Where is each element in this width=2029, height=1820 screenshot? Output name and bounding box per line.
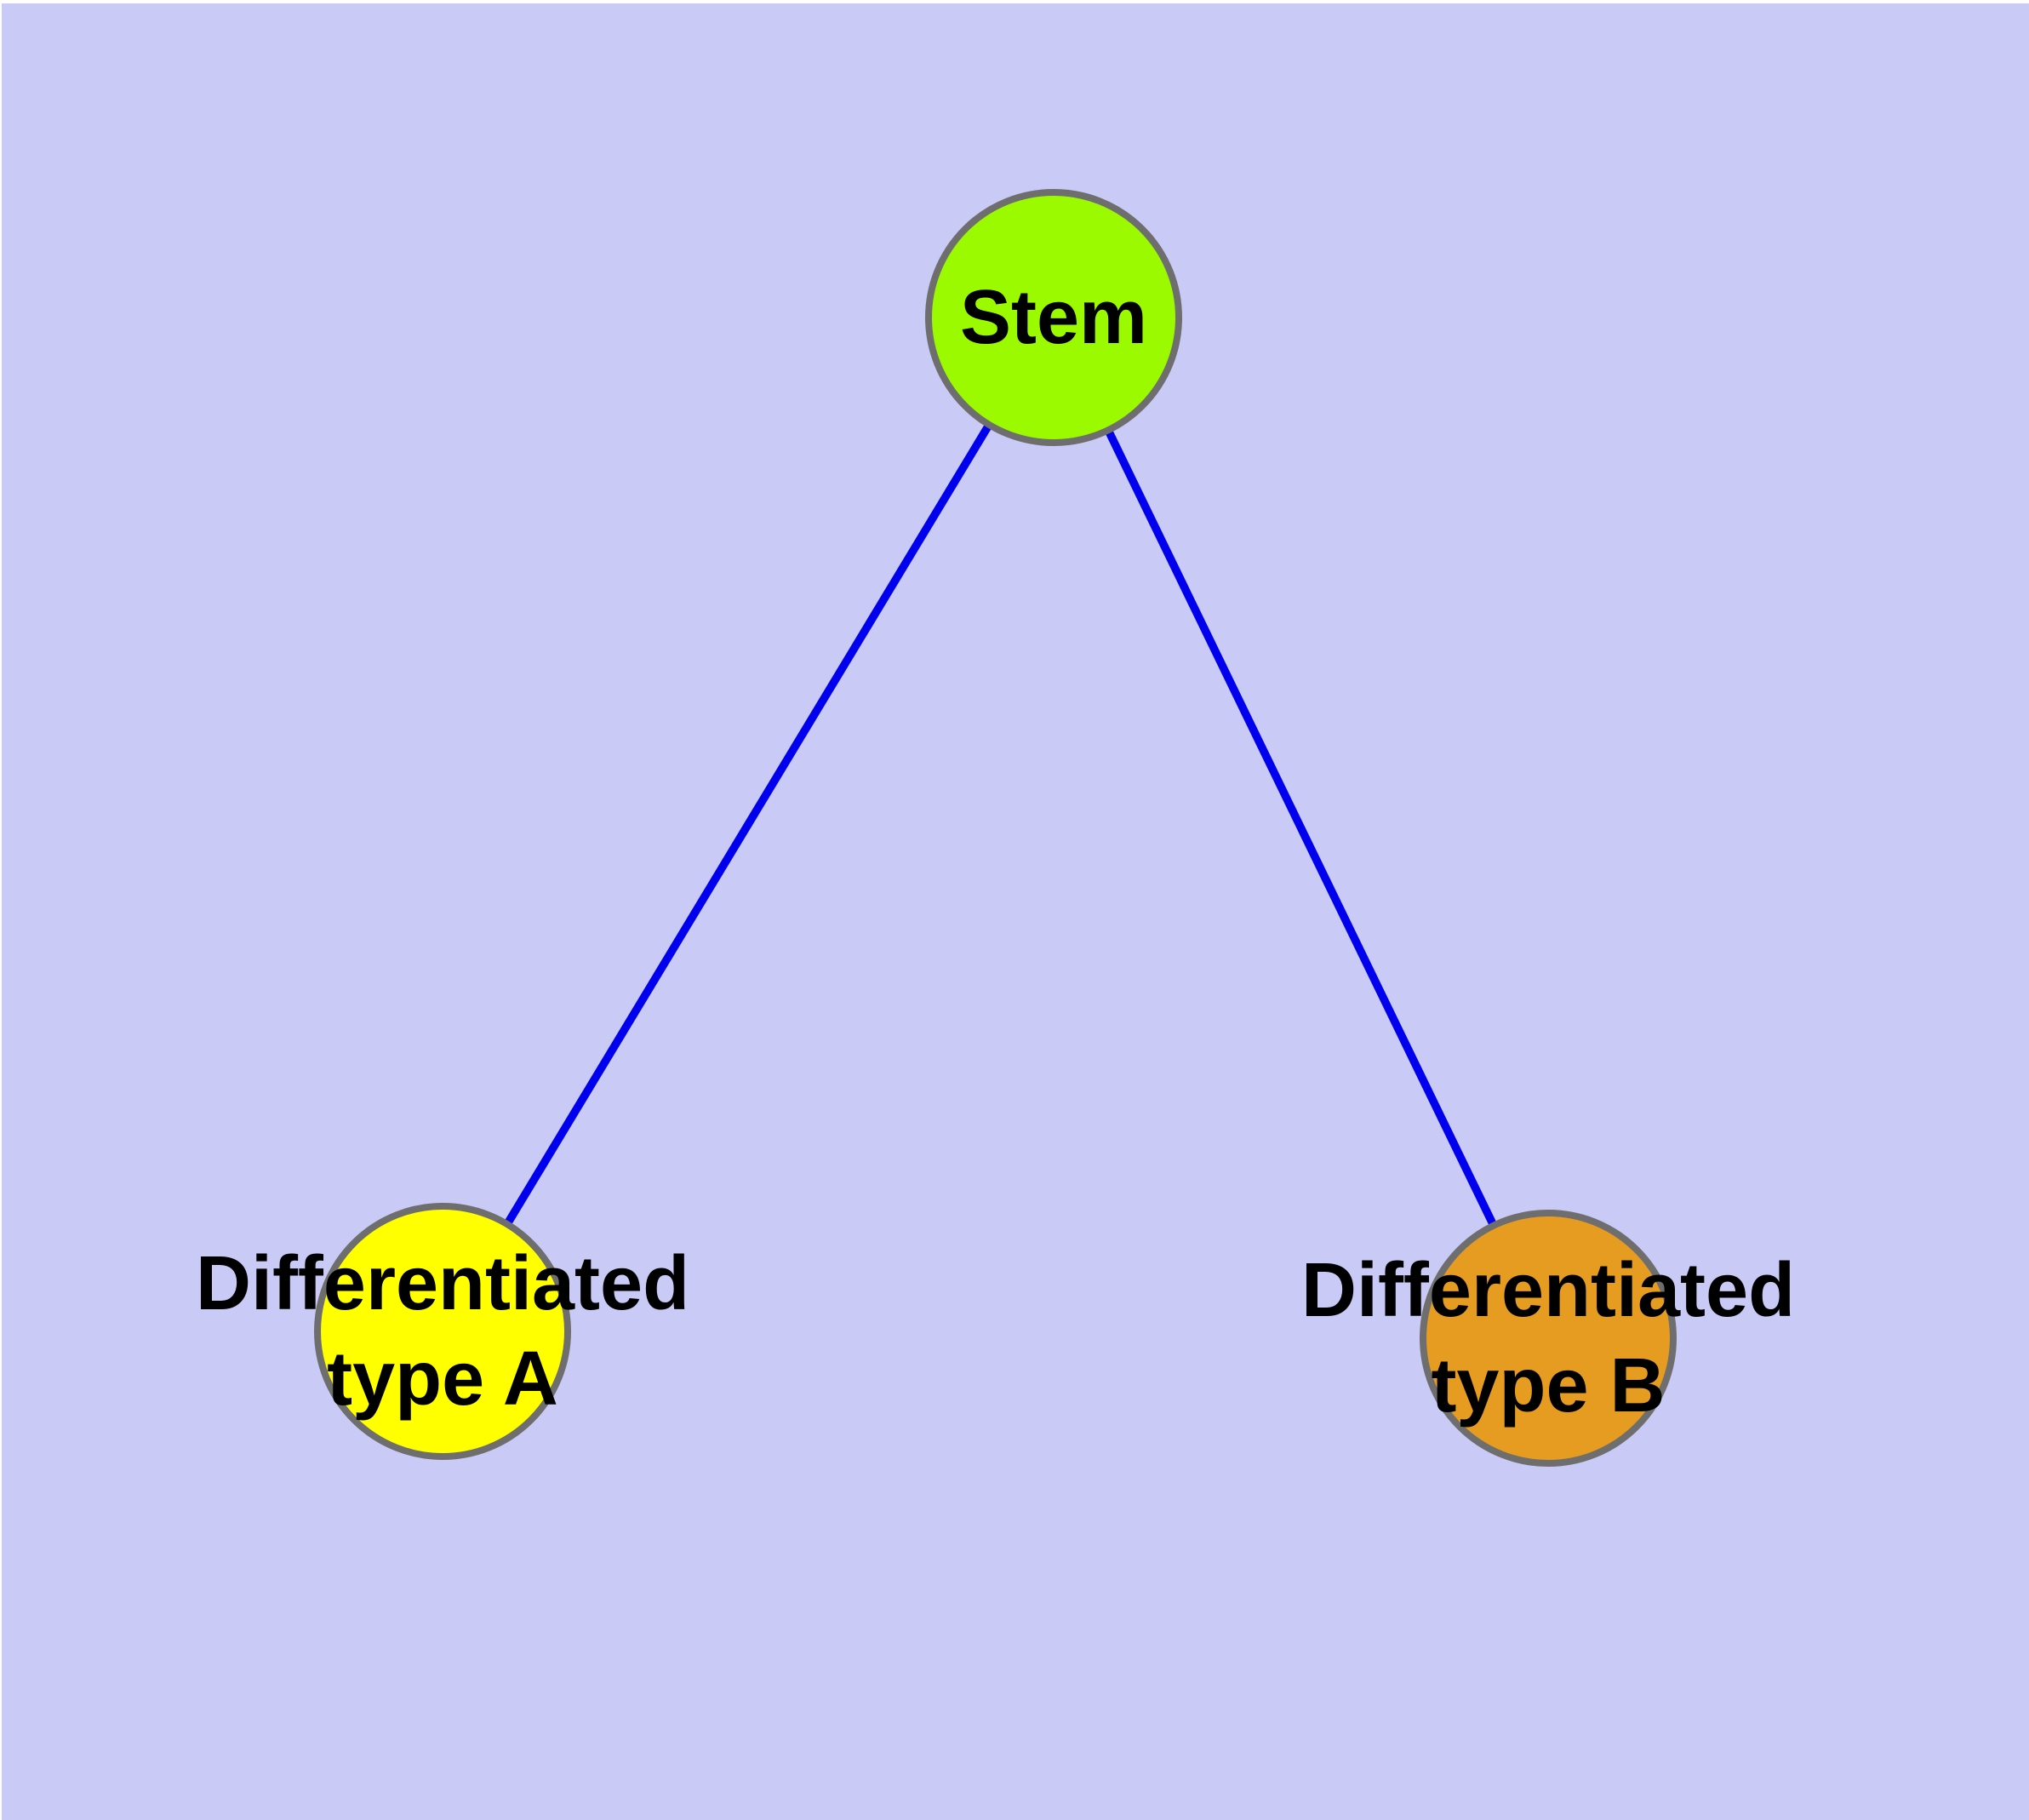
node-type-a-circle xyxy=(314,1203,571,1460)
node-stem-circle xyxy=(925,189,1182,446)
node-type-b-circle xyxy=(1420,1210,1677,1467)
edge-stem-to-type-a-line xyxy=(438,315,1058,1334)
edge-stem-to-type-b-line xyxy=(1049,315,1552,1341)
